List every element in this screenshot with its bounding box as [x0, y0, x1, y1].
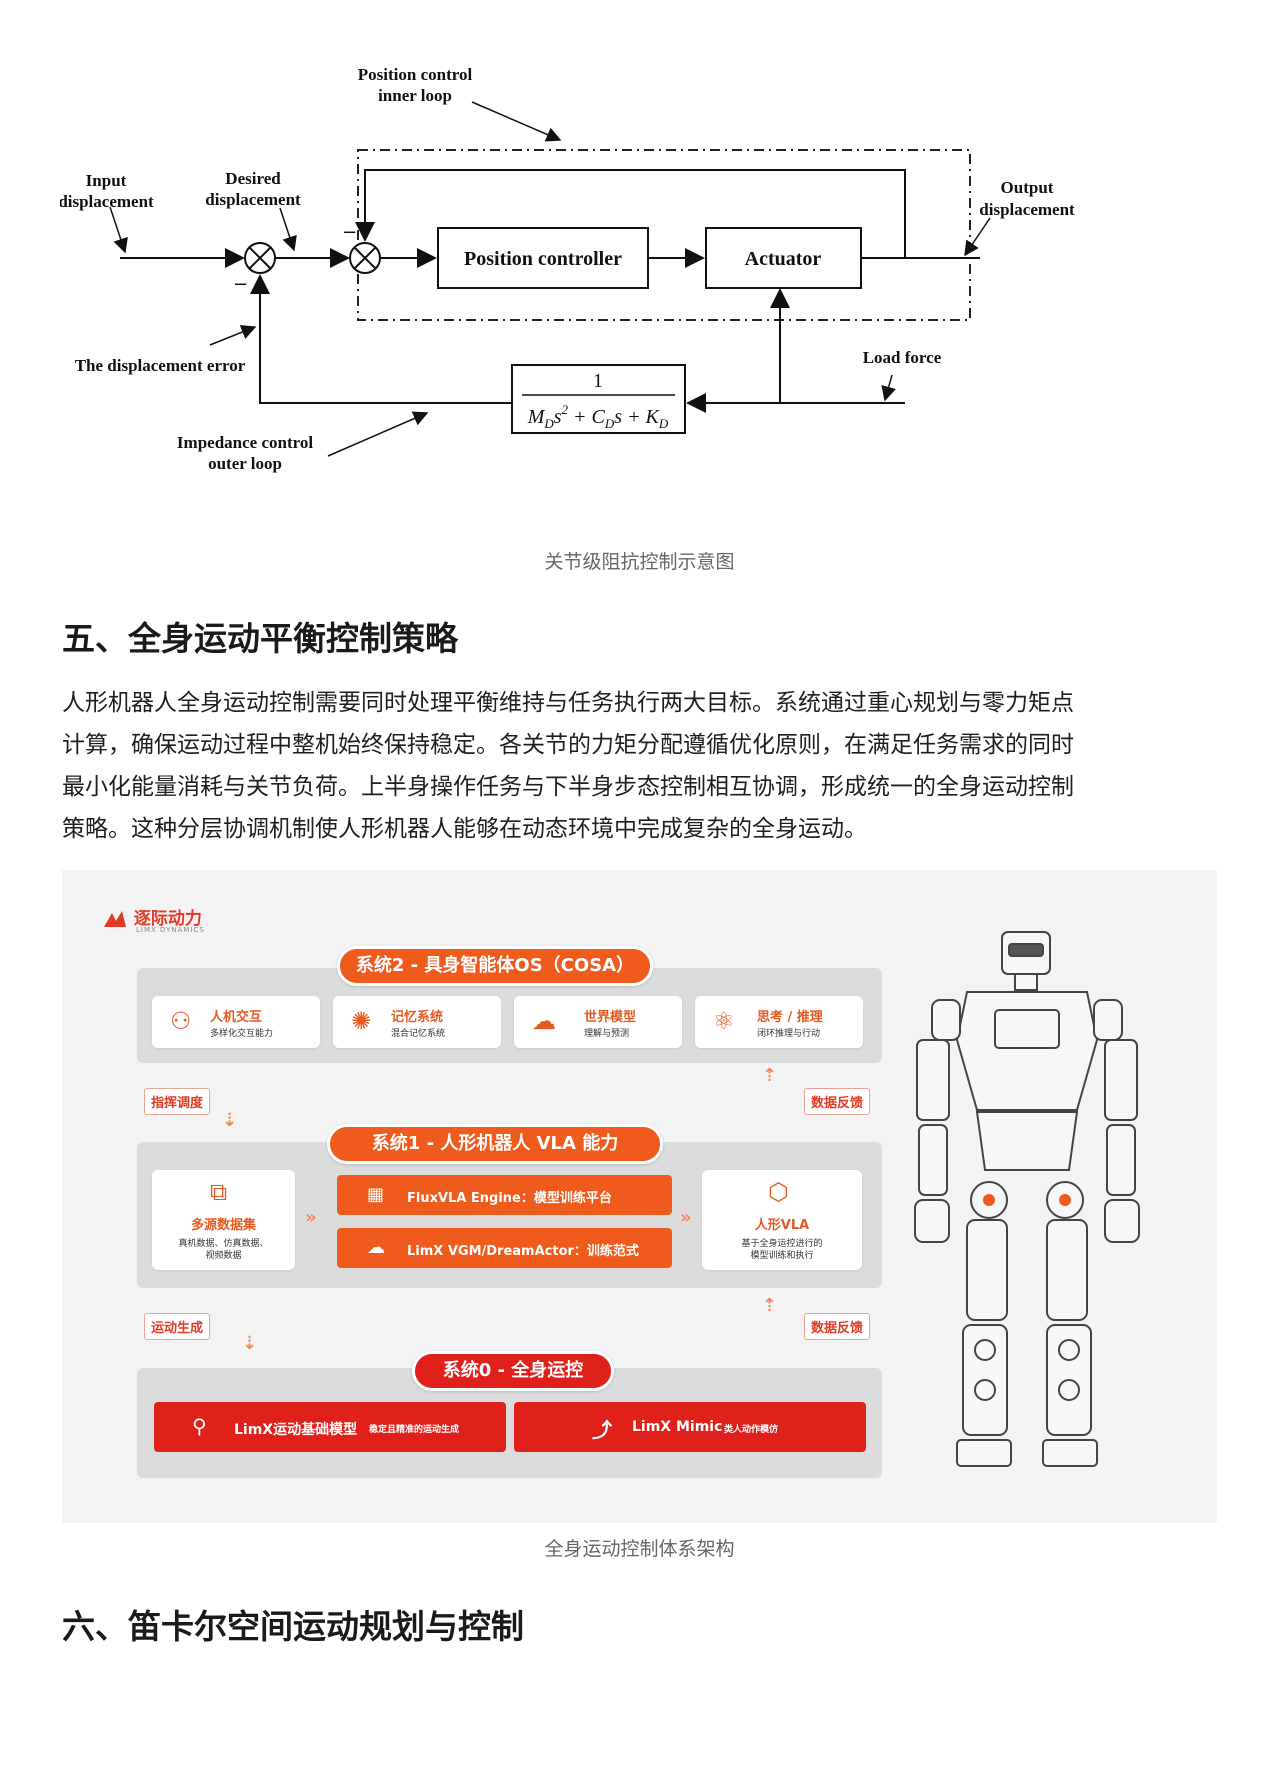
system0-title: 系统0 - 全身运控 [412, 1351, 614, 1391]
card-datasets: ⧉ 多源数据集 真机数据、仿真数据、 视频数据 [152, 1170, 295, 1270]
bar-title: LimX Mimic [632, 1419, 723, 1435]
bar-sub: 类人动作模仿 [724, 1425, 779, 1435]
arrow-down-icon: ⇣ [222, 1110, 238, 1131]
minus-sign-inner: − [342, 222, 357, 243]
chip-icon: ▦ [367, 1184, 385, 1205]
sum-junction-inner [349, 242, 381, 274]
tag-feedback-2: 数据反馈 [804, 1313, 871, 1340]
card-sub: 多样化交互能力 [210, 1029, 274, 1039]
atom-icon: ⚛ [713, 1007, 735, 1035]
tag-feedback-1: 数据反馈 [804, 1088, 871, 1115]
desired-label-2: displacement [205, 190, 301, 209]
card-sub: 理解与预测 [584, 1029, 630, 1039]
cloud-icon: ☁ [532, 1007, 556, 1035]
card-sub: 模型训练和执行 [750, 1251, 814, 1261]
card-sub: 混合记忆系统 [391, 1029, 446, 1039]
arrow-down-icon: ⇣ [242, 1333, 258, 1354]
bar-sub: 稳定且精准的运动生成 [369, 1425, 460, 1435]
outer-loop-label-1: Impedance control [177, 433, 313, 452]
impedance-control-diagram: Position control inner loop Input displa… [58, 60, 1220, 530]
actuator-label: Actuator [745, 248, 822, 270]
person-icon: ⚲ [192, 1414, 207, 1438]
card-humanoid-vla: ⬡ 人形VLA 基于全身运控进行的 模型训练和执行 [702, 1170, 862, 1270]
chevron-right-icon: » [305, 1207, 317, 1228]
running-person-icon: ⤴ [592, 1418, 612, 1442]
output-label-2: displacement [979, 200, 1075, 219]
system1-title: 系统1 - 人形机器人 VLA 能力 [327, 1124, 663, 1164]
card-title: 世界模型 [584, 1010, 637, 1025]
paragraph-line: 最小化能量消耗与关节负荷。上半身操作任务与下半身步态控制相互协调，形成统一的全身… [62, 774, 1074, 800]
paragraph-line: 计算，确保运动过程中整机始终保持稳定。各关节的力矩分配遵循优化原则，在满足任务需… [62, 732, 1074, 758]
vgm-bar: ☁ LimX VGM/DreamActor：训练范式 [337, 1228, 672, 1268]
position-controller-label: Position controller [464, 248, 622, 270]
bar-title: LimX运动基础模型 [234, 1422, 358, 1438]
card-sub: 基于全身运控进行的 [741, 1239, 823, 1249]
card-reasoning: ⚛ 思考 / 推理 闭环推理与行动 [695, 996, 863, 1048]
bar-label: LimX VGM/DreamActor：训练范式 [407, 1244, 639, 1259]
card-title: 记忆系统 [391, 1010, 444, 1025]
tag-motion: 运动生成 [144, 1313, 211, 1340]
network-icon: ⬡ [768, 1178, 789, 1206]
input-label-1: Input [86, 171, 127, 190]
people-icon: ⚇ [170, 1007, 192, 1035]
diagram-caption: 关节级阻抗控制示意图 [544, 551, 735, 573]
inner-loop-label-2: inner loop [378, 86, 452, 105]
card-title: 多源数据集 [190, 1218, 256, 1233]
load-force-label: Load force [863, 348, 942, 367]
motion-model-bar: ⚲ LimX运动基础模型 稳定且精准的运动生成 [154, 1402, 506, 1452]
bar-label: FluxVLA Engine：模型训练平台 [407, 1191, 612, 1206]
section5-paragraph: 人形机器人全身运动控制需要同时处理平衡维持与任务执行两大目标。系统通过重心规划与… [62, 682, 1212, 850]
minus-sign-outer: − [233, 274, 248, 295]
transfer-function-block [511, 364, 686, 434]
brand-logo: 逐际动力 [102, 904, 202, 929]
tf-numerator: 1 [593, 370, 603, 392]
tag-command: 指挥调度 [144, 1088, 211, 1115]
dataset-icon: ⧉ [210, 1178, 228, 1206]
brand-mark-icon [104, 911, 126, 927]
card-title: 人机交互 [210, 1010, 263, 1025]
section5-heading: 五、全身运动平衡控制策略 [62, 619, 458, 658]
card-title: 人形VLA [754, 1218, 810, 1233]
humanoid-robot-image [914, 931, 1140, 1467]
card-interaction: ⚇ 人机交互 多样化交互能力 [152, 996, 320, 1048]
card-sub: 真机数据、仿真数据、 [178, 1239, 269, 1249]
paragraph-line: 人形机器人全身运动控制需要同时处理平衡维持与任务执行两大目标。系统通过重心规划与… [62, 690, 1074, 716]
paragraph-line: 策略。这种分层协调机制使人形机器人能够在动态环境中完成复杂的全身运动。 [62, 816, 867, 842]
figure-caption: 全身运动控制体系架构 [544, 1538, 735, 1560]
brain-icon: ✺ [351, 1007, 372, 1035]
brand-name: 逐际动力 [133, 909, 202, 929]
mimic-bar: ⤴ LimX Mimic 类人动作模仿 [514, 1402, 866, 1452]
cloud-gear-icon: ☁ [367, 1237, 385, 1258]
arrow-up-icon: ⇡ [762, 1295, 778, 1316]
output-label-1: Output [1001, 178, 1054, 197]
fluxvla-bar: ▦ FluxVLA Engine：模型训练平台 [337, 1175, 672, 1215]
error-label: The displacement error [75, 356, 246, 375]
card-memory: ✺ 记忆系统 混合记忆系统 [333, 996, 501, 1048]
outer-loop-label-2: outer loop [208, 454, 282, 473]
desired-label-1: Desired [225, 169, 281, 188]
inner-loop-label-1: Position control [358, 65, 473, 84]
system2-title: 系统2 - 具身智能体OS（COSA） [337, 946, 653, 986]
input-label-2: displacement [60, 192, 154, 211]
card-world-model: ☁ 世界模型 理解与预测 [514, 996, 682, 1048]
card-sub: 闭环推理与行动 [757, 1029, 821, 1039]
section6-heading: 六、笛卡尔空间运动规划与控制 [62, 1607, 524, 1646]
architecture-figure: 逐际动力 LIMX DYNAMICS 系统2 - 具身智能体OS（COSA） ⚇… [62, 870, 1217, 1523]
card-title: 思考 / 推理 [757, 1010, 823, 1025]
chevron-right-icon: » [680, 1207, 692, 1228]
card-sub: 视频数据 [205, 1251, 242, 1261]
sum-junction-outer [244, 242, 276, 274]
brand-sub: LIMX DYNAMICS [136, 926, 205, 934]
block-diagram-svg: Position control inner loop Input displa… [58, 65, 1075, 473]
arrow-up-icon: ⇡ [762, 1065, 778, 1086]
